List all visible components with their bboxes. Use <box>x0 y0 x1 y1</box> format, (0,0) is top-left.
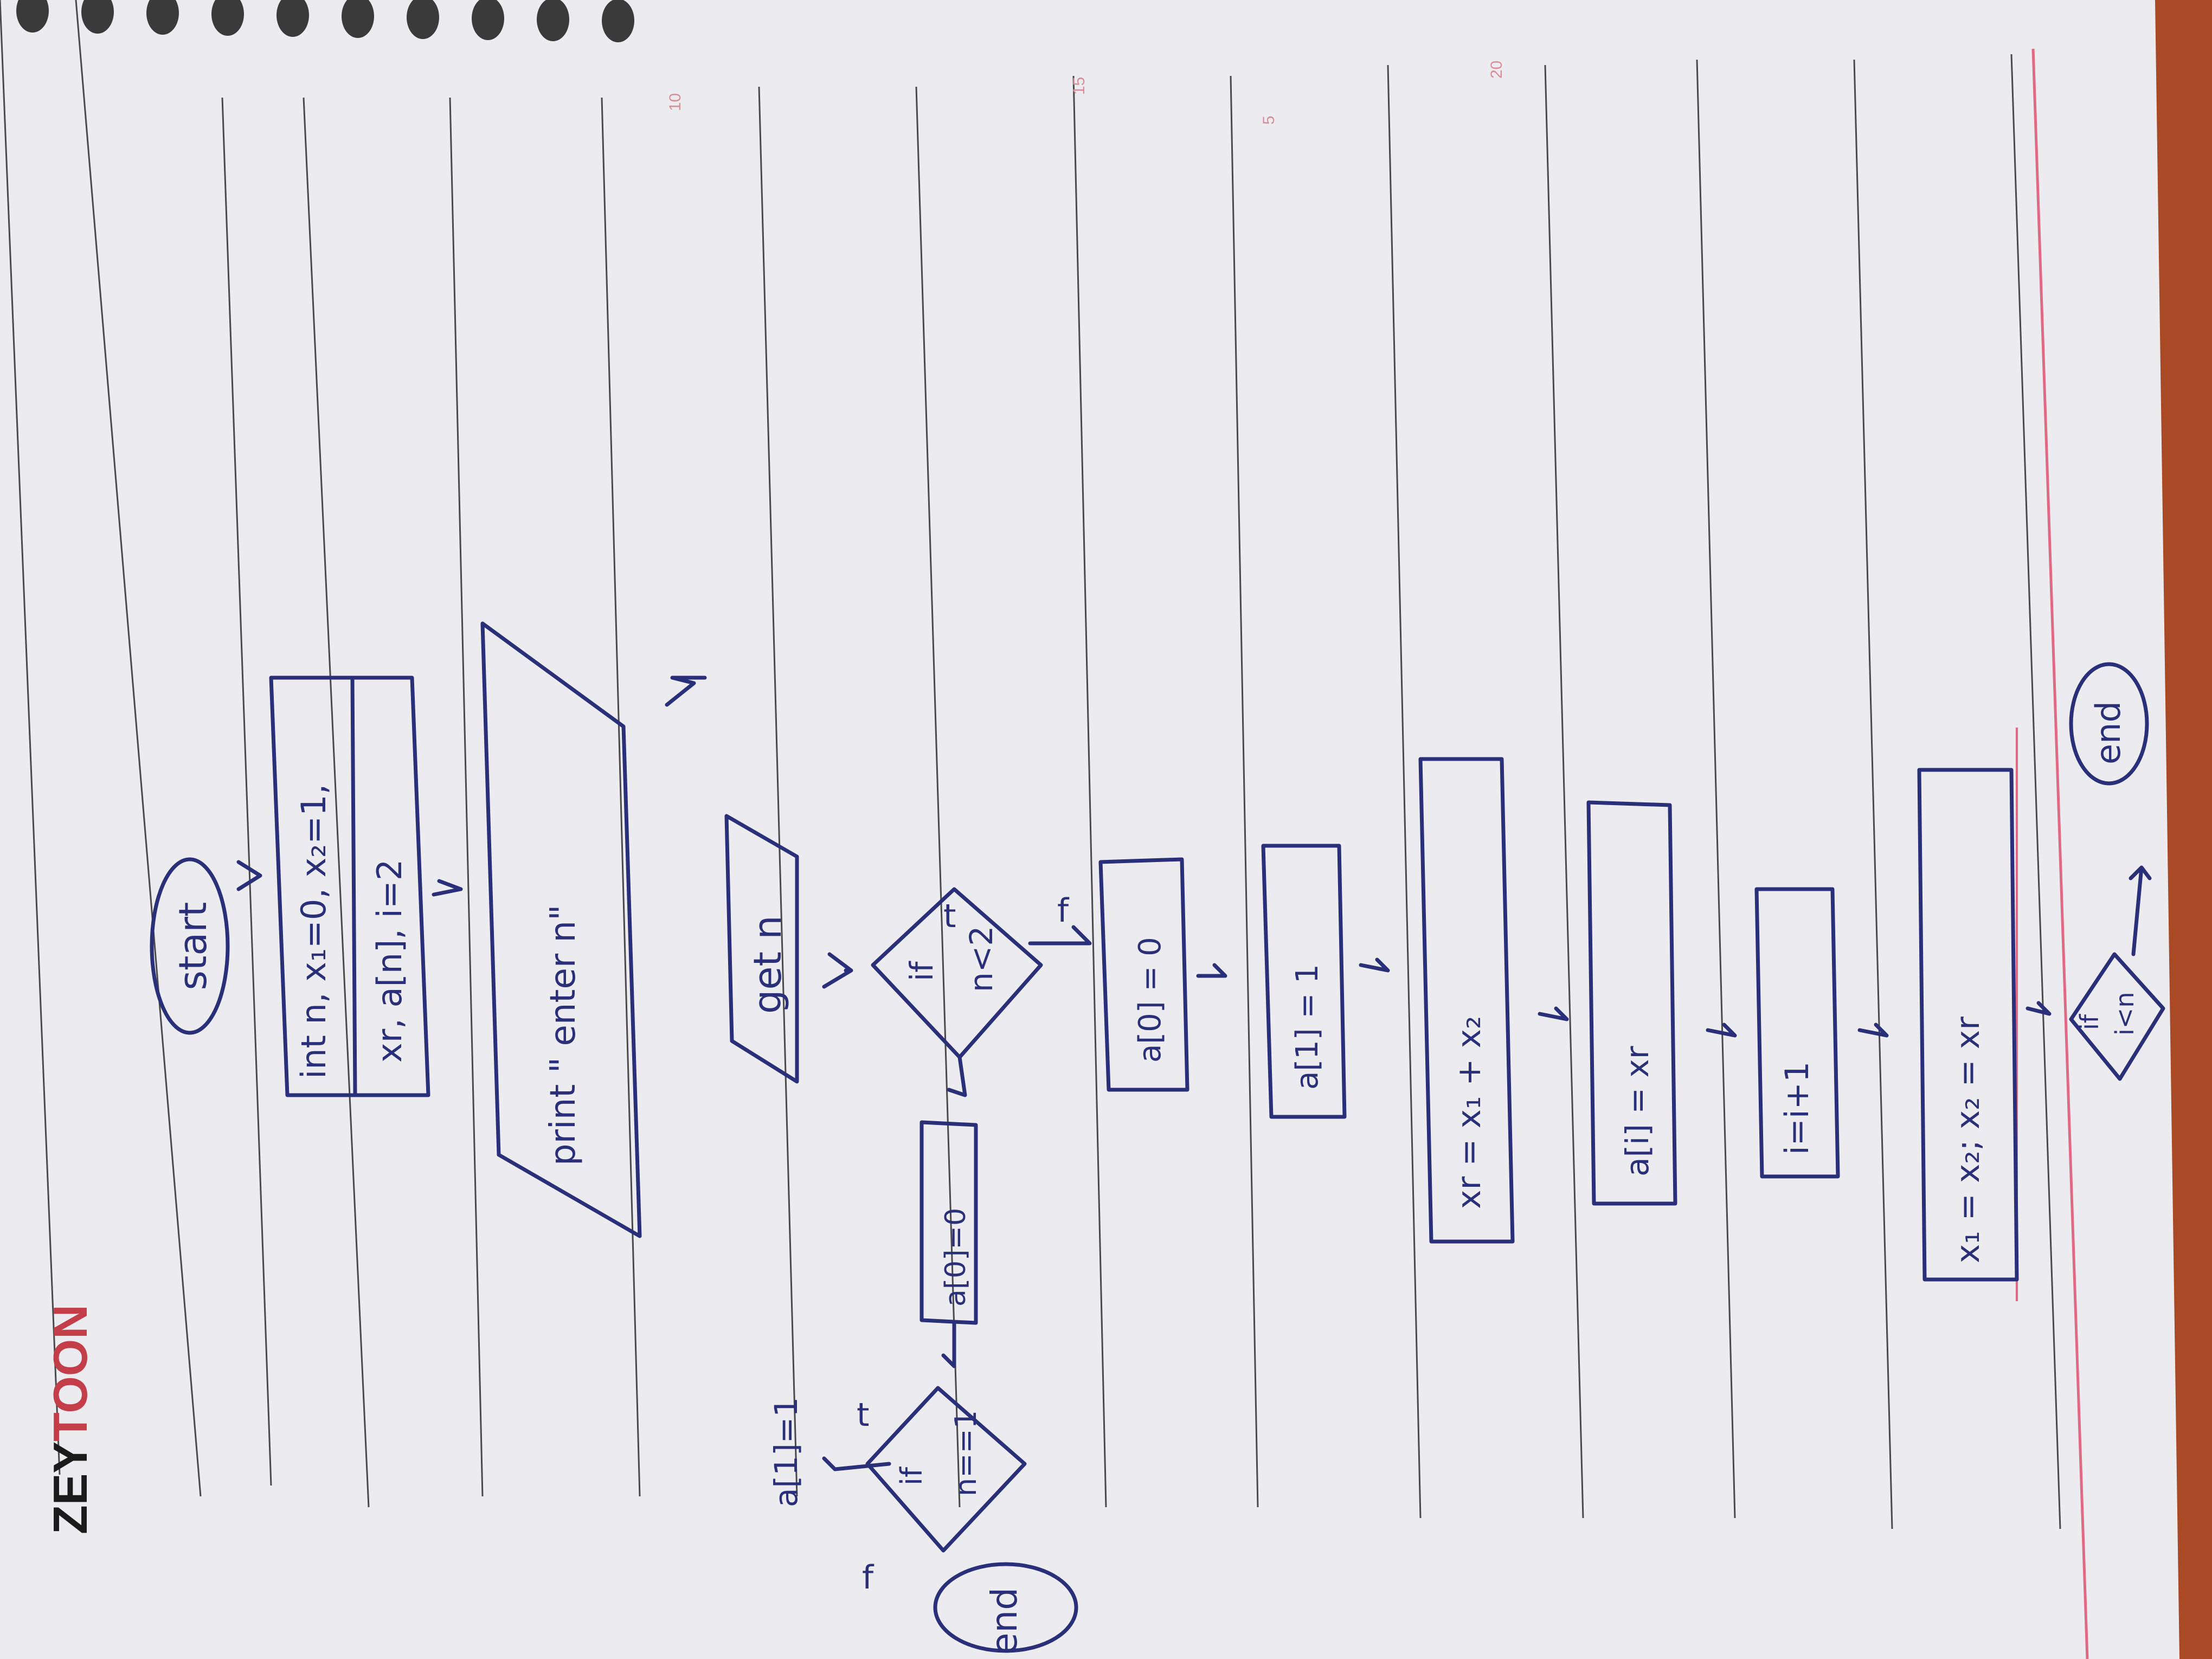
svg-text:a[0]=0: a[0]=0 <box>940 1208 972 1307</box>
arrow-2 <box>432 879 463 897</box>
end-terminal-left: end <box>933 1562 1078 1655</box>
svg-text:ZEYTOON: ZEYTOON <box>43 1304 97 1534</box>
svg-text:get n: get n <box>745 915 790 1014</box>
spiral-binding <box>16 0 634 42</box>
arrow-5 <box>941 1321 956 1368</box>
svg-text:if: if <box>2075 1013 2104 1030</box>
brand-logo: ZEYTOON <box>43 1304 97 1534</box>
arrow-loop-exit <box>2129 865 2152 956</box>
svg-text:a[0] = 0: a[0] = 0 <box>1133 937 1168 1063</box>
end-terminal-right: end <box>2069 662 2149 786</box>
decision-n-lt-2: if n<2 <box>871 887 1043 1059</box>
edge-label-t-main: t <box>943 897 956 935</box>
arrow-3 <box>665 676 707 707</box>
print-output: print " enter n" <box>480 621 642 1238</box>
shift-values: x₁ = x₂; x₂ = xr <box>1917 768 2019 1282</box>
svg-text:start: start <box>171 902 215 990</box>
decision-n-eq-1: if n==1 <box>865 1386 1027 1553</box>
arrow-true-main <box>947 1055 967 1097</box>
arrow-4 <box>822 952 853 989</box>
svg-text:xr = x₁ + x₂: xr = x₁ + x₂ <box>1450 1016 1488 1209</box>
svg-text:n==1: n==1 <box>949 1410 983 1496</box>
svg-text:n<2: n<2 <box>963 926 1000 992</box>
assign-a1-left: a[1]=1 <box>768 1397 805 1507</box>
arrow-11 <box>2025 1001 2052 1016</box>
svg-text:int n, x₁=0, x₂=1,: int n, x₁=0, x₂=1, <box>294 784 333 1079</box>
svg-text:if: if <box>903 961 940 981</box>
arrow-true-left <box>822 1456 891 1471</box>
increment-i: i=i+1 <box>1754 887 1840 1179</box>
svg-text:x₁ = x₂; x₂ = xr: x₁ = x₂; x₂ = xr <box>1949 1017 1987 1263</box>
input-get-n: get n <box>724 814 799 1084</box>
edge-label-t-left: t <box>857 1396 870 1434</box>
svg-text:i<n: i<n <box>2110 992 2139 1036</box>
svg-text:xr, a[n], i=2: xr, a[n], i=2 <box>370 859 409 1063</box>
assign-ai: a[i] = xr <box>1586 800 1677 1206</box>
arrow-9 <box>1706 1023 1737 1038</box>
flowchart: start int n, x₁=0, x₂=1, xr, a[n], i=2 p… <box>150 621 2165 1655</box>
line-number-20: 20 <box>1488 61 1506 79</box>
line-number-10: 10 <box>666 93 684 111</box>
assign-a0-left: a[0]=0 <box>919 1120 978 1325</box>
arrow-8 <box>1538 1006 1569 1021</box>
svg-text:a[1] = 1: a[1] = 1 <box>1290 964 1325 1090</box>
svg-text:if: if <box>895 1466 929 1486</box>
svg-text:end: end <box>2088 701 2128 764</box>
svg-text:end: end <box>983 1587 1025 1655</box>
arrow-1 <box>236 860 262 891</box>
line-number-5: 5 <box>1260 115 1278 125</box>
line-number-15: 15 <box>1070 77 1088 95</box>
ruled-lines <box>0 0 2061 1529</box>
edge-label-f-left: f <box>862 1559 874 1597</box>
assign-xr: xr = x₁ + x₂ <box>1418 757 1515 1244</box>
assign-a0: a[0] = 0 <box>1098 857 1189 1092</box>
arrow-10 <box>1857 1023 1889 1038</box>
edge-label-f-main: f <box>1057 892 1070 930</box>
svg-text:a[i] = xr: a[i] = xr <box>1619 1046 1656 1176</box>
decision-i-lt-n: if i<n <box>2069 952 2165 1081</box>
assign-a1: a[1] = 1 <box>1261 844 1347 1119</box>
svg-text:i=i+1: i=i+1 <box>1778 1062 1816 1155</box>
margin-line <box>2031 48 2089 1659</box>
arrow-false-main <box>1028 925 1092 946</box>
arrow-6 <box>1196 963 1227 978</box>
start-terminal: start <box>150 857 230 1035</box>
declaration-box: int n, x₁=0, x₂=1, xr, a[n], i=2 <box>269 676 430 1097</box>
arrow-7 <box>1359 957 1390 973</box>
svg-text:print " enter n": print " enter n" <box>543 904 583 1166</box>
